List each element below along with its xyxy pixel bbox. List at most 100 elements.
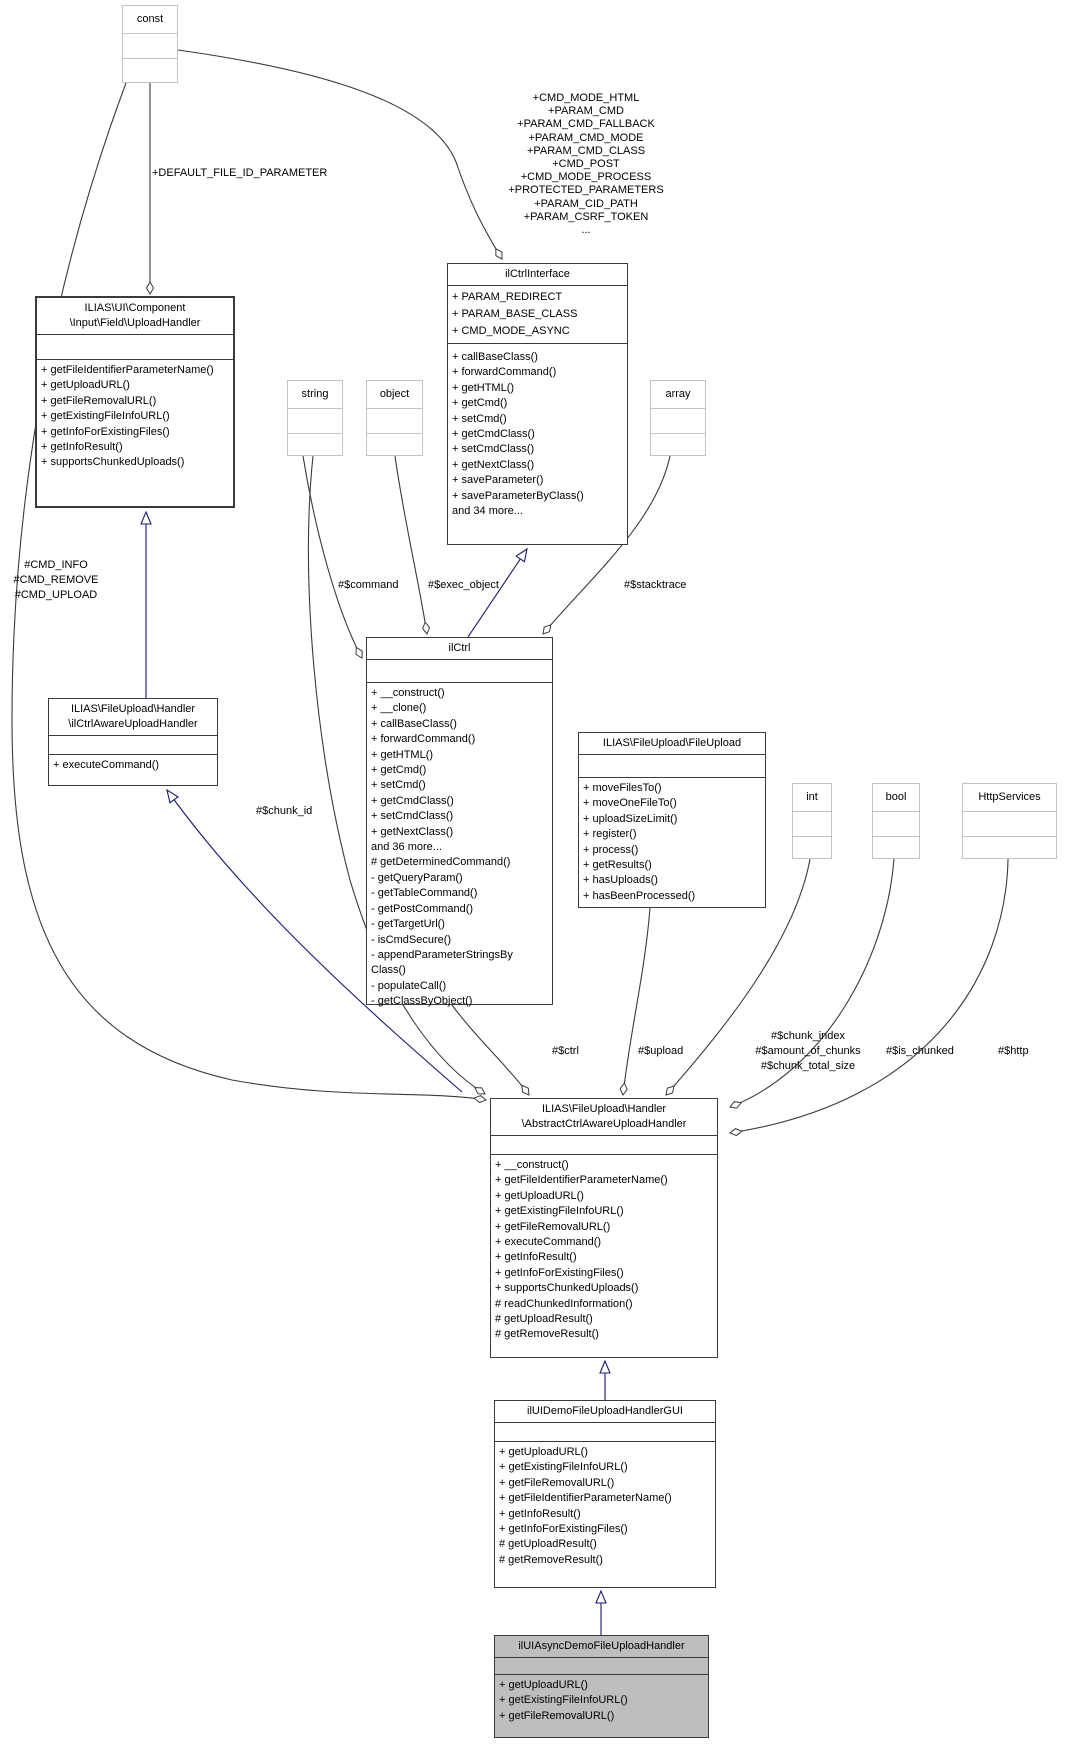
edge-httpservices-abstracthandler	[729, 858, 1009, 1137]
edge-object-ilctrl	[394, 455, 431, 635]
attributes-compartment	[495, 1658, 708, 1675]
method-item: + executeCommand()	[53, 759, 160, 771]
edge-int-abstracthandler	[665, 858, 811, 1096]
method-item: + getExistingFileInfoURL()	[41, 410, 170, 423]
method-item: + getHTML()	[371, 748, 434, 761]
method-item: + setCmd()	[452, 412, 507, 425]
edge-array-ilctrl	[542, 455, 671, 635]
method-item: and 36 more...	[371, 841, 442, 854]
class-box-demo-gui[interactable]: ilUIDemoFileUploadHandlerGUI + getUpload…	[494, 1400, 716, 1588]
method-item: + register()	[583, 828, 637, 841]
edge-label-chunk-id: #$chunk_id	[256, 805, 313, 817]
empty-compartment	[123, 34, 177, 59]
method-item: + getInfoForExistingFiles()	[495, 1266, 624, 1279]
method-item: + getHTML()	[452, 381, 515, 394]
class-title: ILIAS\UI\Component \Input\Field\UploadHa…	[37, 298, 233, 335]
method-item: + getInfoResult()	[499, 1507, 581, 1520]
edge-fileupload-abstracthandler	[619, 907, 651, 1096]
edge-string-abstracthandler	[307, 455, 486, 1095]
class-box-const: const	[122, 5, 178, 83]
class-box-abstract-ctrl-aware-uploadhandler[interactable]: ILIAS\FileUpload\Handler \AbstractCtrlAw…	[490, 1098, 718, 1358]
class-box-array: array	[650, 380, 706, 456]
method-item: + setCmdClass()	[371, 810, 454, 823]
method-item: + getUploadURL()	[41, 379, 130, 392]
edge-label-default-file-id: +DEFAULT_FILE_ID_PARAMETER	[152, 167, 328, 179]
edge-label-abstract-consts: #CMD_INFO #CMD_REMOVE #CMD_UPLOAD	[13, 559, 99, 601]
method-item: + getCmd()	[371, 764, 427, 777]
attributes-compartment	[37, 335, 233, 360]
method-item: # getUploadResult()	[499, 1538, 597, 1551]
method-item: + getExistingFileInfoURL()	[499, 1461, 628, 1474]
method-item: + callBaseClass()	[452, 351, 538, 363]
method-item: + uploadSizeLimit()	[583, 812, 678, 825]
method-item: - populateCall()	[371, 979, 447, 992]
class-box-ilctrlaware-uploadhandler[interactable]: ILIAS\FileUpload\Handler \ilCtrlAwareUpl…	[48, 698, 218, 786]
method-item: + getExistingFileInfoURL()	[495, 1205, 624, 1218]
class-box-string: string	[287, 380, 343, 456]
edge-ilctrl-abstracthandler	[451, 1004, 530, 1096]
method-item: # getRemoveResult()	[495, 1328, 599, 1341]
edge-label-upload: #$upload	[638, 1045, 684, 1057]
empty-compartment	[367, 409, 422, 434]
method-item: + getUploadURL()	[499, 1446, 588, 1458]
edge-label-ilctrlinterface-consts: +CMD_MODE_HTML +PARAM_CMD +PARAM_CMD_FAL…	[508, 92, 664, 237]
method-item: + __construct()	[495, 1159, 569, 1171]
methods-compartment: + __construct() + __clone() + callBaseCl…	[367, 683, 552, 1013]
edge-label-command: #$command	[338, 579, 399, 591]
method-item: # getRemoveResult()	[499, 1553, 603, 1566]
empty-compartment	[963, 837, 1056, 861]
class-title: array	[651, 381, 705, 409]
method-item: + __clone()	[371, 702, 427, 715]
edge-const-ilctrlinterface	[177, 49, 503, 260]
methods-compartment: + moveFilesTo() + moveOneFileTo() + uplo…	[579, 778, 765, 907]
class-box-ilctrlinterface[interactable]: ilCtrlInterface + PARAM_REDIRECT + PARAM…	[447, 263, 628, 545]
class-title: int	[793, 784, 831, 812]
methods-compartment: + getUploadURL() + getExistingFileInfoUR…	[495, 1442, 715, 1587]
empty-compartment	[793, 837, 831, 861]
method-item: + saveParameter()	[452, 474, 544, 487]
method-item: + getFileIdentifierParameterName()	[41, 364, 214, 376]
method-item: # getDeterminedCommand()	[371, 856, 511, 869]
class-title: ilCtrl	[367, 638, 552, 660]
methods-compartment: + callBaseClass() + forwardCommand() + g…	[448, 344, 627, 544]
method-item: + getInfoForExistingFiles()	[499, 1523, 628, 1536]
class-box-int: int	[792, 783, 832, 859]
class-title: object	[367, 381, 422, 409]
class-box-ilctrl[interactable]: ilCtrl + __construct() + __clone() + cal…	[366, 637, 553, 1007]
edge-inherit-abstract-ilctrlaware	[166, 788, 463, 1093]
method-item: + moveOneFileTo()	[583, 797, 677, 810]
method-item: + getUploadURL()	[495, 1189, 584, 1202]
class-title: ILIAS\FileUpload\FileUpload	[579, 733, 765, 755]
method-item: + getNextClass()	[452, 458, 535, 471]
method-item: + getExistingFileInfoURL()	[499, 1694, 628, 1707]
method-item: + hasUploads()	[583, 874, 658, 887]
empty-compartment	[367, 434, 422, 458]
method-item: + getInfoResult()	[41, 441, 123, 454]
method-item: + saveParameterByClass()	[452, 489, 584, 502]
class-box-bool: bool	[872, 783, 920, 859]
method-item: + callBaseClass()	[371, 717, 457, 730]
method-item: - isCmdSecure()	[371, 933, 452, 946]
method-item: + getNextClass()	[371, 825, 454, 838]
class-box-object: object	[366, 380, 423, 456]
empty-compartment	[873, 837, 919, 861]
class-title: ilUIAsyncDemoFileUploadHandler	[495, 1636, 708, 1658]
class-title: string	[288, 381, 342, 409]
method-item: - appendParameterStringsBy	[371, 948, 513, 961]
method-item: + getFileIdentifierParameterName()	[499, 1492, 672, 1505]
method-item: - getTableCommand()	[371, 887, 478, 900]
method-item: + moveFilesTo()	[583, 782, 662, 794]
method-item: + __construct()	[371, 687, 445, 699]
attributes-compartment: + PARAM_REDIRECT + PARAM_BASE_CLASS + CM…	[448, 286, 627, 344]
methods-compartment: + executeCommand()	[49, 755, 217, 785]
class-title: bool	[873, 784, 919, 812]
edge-label-exec-object: #$exec_object	[428, 579, 499, 591]
class-box-fileupload[interactable]: ILIAS\FileUpload\FileUpload + moveFilesT…	[578, 732, 766, 908]
attribute-item: + PARAM_BASE_CLASS	[452, 308, 578, 320]
empty-compartment	[288, 434, 342, 458]
methods-compartment: + getUploadURL() + getExistingFileInfoUR…	[495, 1675, 708, 1737]
empty-compartment	[123, 59, 177, 83]
class-box-uploadhandler[interactable]: ILIAS\UI\Component \Input\Field\UploadHa…	[35, 296, 235, 508]
method-item: + executeCommand()	[495, 1236, 602, 1249]
